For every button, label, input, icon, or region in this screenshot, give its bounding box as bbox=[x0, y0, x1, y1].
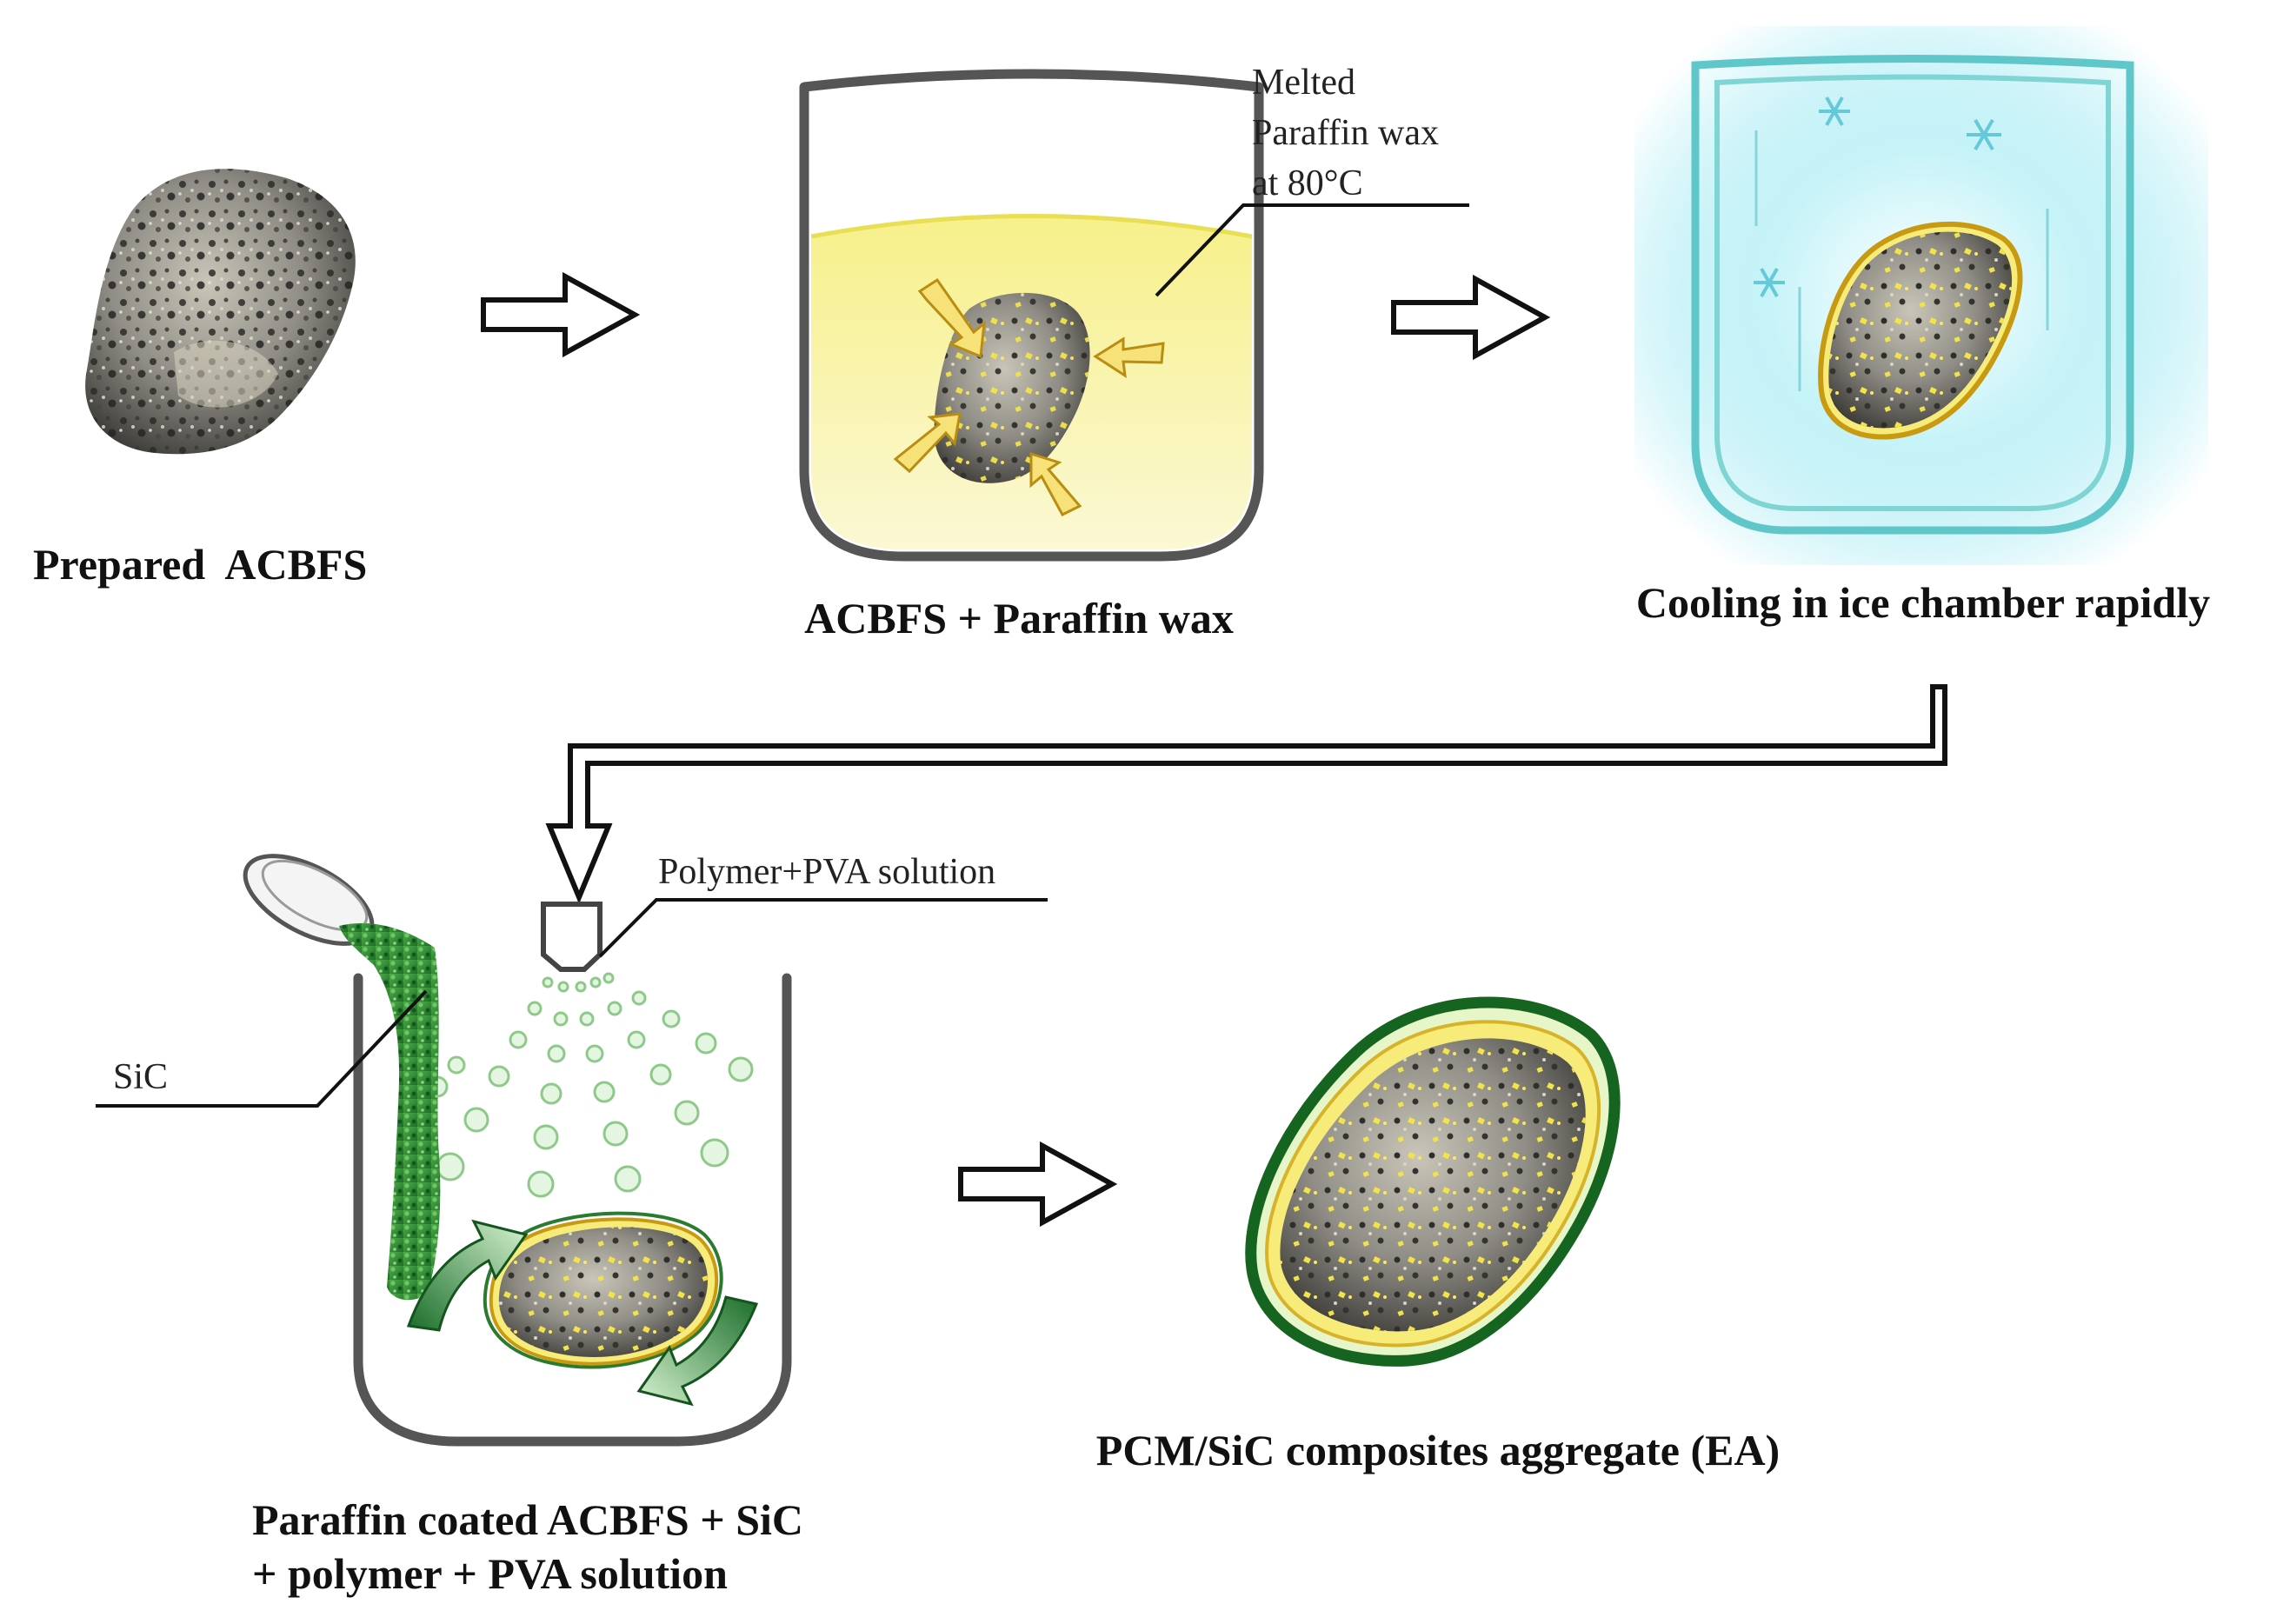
sic-label: SiC bbox=[113, 1057, 168, 1097]
snowflake-icon bbox=[1754, 97, 2001, 297]
wax-note: Melted Paraffin wax at 80°C bbox=[1252, 63, 1448, 203]
sic-leader-line bbox=[96, 989, 428, 1108]
aggregate-rock-icon bbox=[483, 1211, 723, 1369]
process-arrow-icon bbox=[481, 271, 641, 358]
wax-note-line-1: Melted bbox=[1252, 63, 1355, 103]
step-impregnation: Melted Paraffin wax at 80°C ACBFS + Para… bbox=[799, 63, 1469, 642]
caption-final: PCM/SiC composites aggregate (EA) bbox=[1096, 1426, 1780, 1474]
process-arrow-icon bbox=[545, 684, 1947, 904]
aggregate-rock-icon bbox=[1818, 221, 2023, 440]
ice-chamber-icon bbox=[1691, 55, 2134, 535]
step-final: PCM/SiC composites aggregate (EA) bbox=[1096, 996, 1780, 1474]
caption-prepared: Prepared ACBFS bbox=[33, 540, 367, 589]
caption-cooling: Cooling in ice chamber rapidly bbox=[1636, 578, 2210, 627]
sic-powder-stream bbox=[339, 922, 441, 1301]
spray-label: Polymer+PVA solution bbox=[658, 852, 995, 892]
spray-nozzle-icon bbox=[541, 902, 602, 972]
step-cooling: Cooling in ice chamber rapidly bbox=[1634, 26, 2210, 627]
wax-note-line-2: Paraffin wax bbox=[1252, 113, 1439, 153]
beaker-icon bbox=[353, 973, 792, 1447]
step-coating: Polymer+PVA solution SiC bbox=[96, 852, 1048, 1598]
caption-coating-line-2: + polymer + PVA solution bbox=[252, 1549, 728, 1598]
wax-note-line-3: at 80°C bbox=[1252, 163, 1363, 203]
process-arrow-icon bbox=[1391, 274, 1551, 361]
spray-leader-line bbox=[598, 898, 1048, 958]
wax-leader-line bbox=[1155, 203, 1469, 297]
spray-droplets bbox=[403, 972, 754, 1198]
rotation-arrow-icon bbox=[406, 1219, 529, 1332]
caption-impregnation: ACBFS + Paraffin wax bbox=[804, 594, 1234, 642]
process-arrow-icon bbox=[958, 1141, 1118, 1228]
caption-coating-line-1: Paraffin coated ACBFS + SiC bbox=[252, 1495, 803, 1544]
caption-coating: Paraffin coated ACBFS + SiC + polymer + … bbox=[252, 1495, 815, 1598]
rotation-arrow-icon bbox=[636, 1295, 759, 1407]
aggregate-rock-icon bbox=[85, 169, 356, 455]
aggregate-rock-icon bbox=[1245, 996, 1621, 1367]
step-prepared: Prepared ACBFS bbox=[33, 169, 367, 589]
penetration-arrows bbox=[893, 277, 1165, 516]
